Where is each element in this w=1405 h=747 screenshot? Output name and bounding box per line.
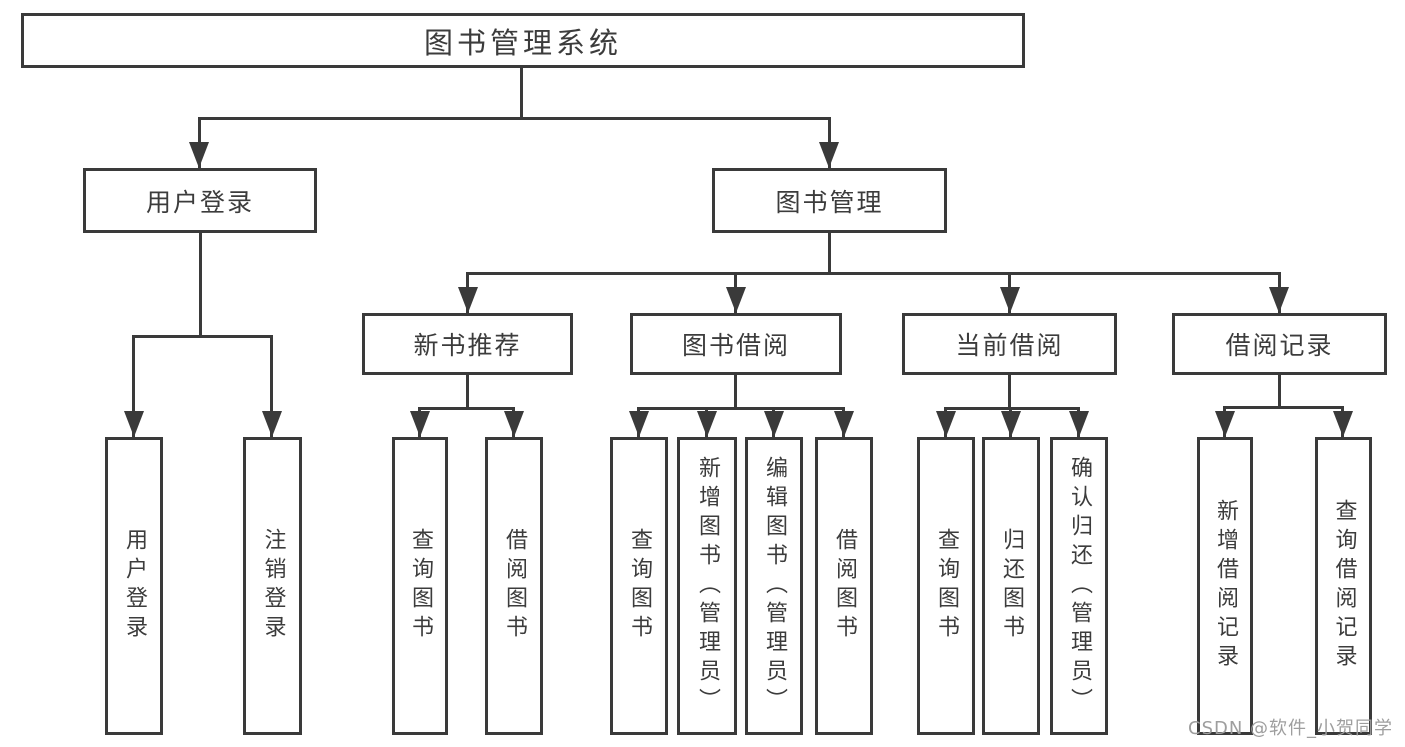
- arrowhead: [629, 411, 649, 437]
- connector-line: [1278, 375, 1281, 406]
- connector-line: [198, 117, 831, 120]
- arrowhead: [1333, 411, 1353, 437]
- connector-line: [418, 407, 514, 410]
- arrowhead: [1000, 287, 1020, 313]
- node-current-borrowing: 当前借阅: [902, 313, 1117, 375]
- leaf-current-search-books: 查询图书: [917, 437, 975, 735]
- arrowhead: [1269, 287, 1289, 313]
- node-book-management: 图书管理: [712, 168, 947, 233]
- arrowhead: [819, 142, 839, 168]
- connector-line: [1008, 375, 1011, 407]
- leaf-newbooks-search-books: 查询图书: [392, 437, 448, 735]
- arrowhead: [726, 287, 746, 313]
- arrowhead: [189, 142, 209, 168]
- leaf-records-add-record: 新增借阅记录: [1197, 437, 1253, 735]
- arrowhead: [936, 411, 956, 437]
- arrowhead: [410, 411, 430, 437]
- node-book-borrowing: 图书借阅: [630, 313, 842, 375]
- node-new-book-recommendation: 新书推荐: [362, 313, 573, 375]
- leaf-borrow-add-books-admin: 新增图书（管理员）: [677, 437, 737, 735]
- root-node: 图书管理系统: [21, 13, 1025, 68]
- leaf-borrow-borrow-books: 借阅图书: [815, 437, 873, 735]
- connector-line: [944, 407, 1080, 410]
- arrowhead: [458, 287, 478, 313]
- connector-line: [828, 233, 831, 272]
- arrowhead: [1001, 411, 1021, 437]
- arrowhead: [1215, 411, 1235, 437]
- node-user-login: 用户登录: [83, 168, 317, 233]
- leaf-records-search-record: 查询借阅记录: [1315, 437, 1372, 735]
- connector-line: [520, 68, 523, 117]
- leaf-current-confirm-return-admin: 确认归还（管理员）: [1050, 437, 1108, 735]
- leaf-newbooks-borrow-books: 借阅图书: [485, 437, 543, 735]
- connector-line: [1223, 406, 1344, 409]
- arrowhead: [697, 411, 717, 437]
- arrowhead: [764, 411, 784, 437]
- leaf-borrow-search-books: 查询图书: [610, 437, 668, 735]
- arrowhead: [124, 411, 144, 437]
- connector-line: [466, 375, 469, 407]
- connector-line: [132, 335, 273, 338]
- csdn-watermark: CSDN @软件_小贺同学: [1188, 718, 1394, 739]
- leaf-current-return-books: 归还图书: [982, 437, 1040, 735]
- connector-line: [132, 335, 135, 437]
- connector-line: [270, 335, 273, 437]
- connector-line: [466, 272, 1280, 275]
- leaf-user-login: 用户登录: [105, 437, 163, 735]
- arrowhead: [262, 411, 282, 437]
- arrowhead: [504, 411, 524, 437]
- node-borrowing-records: 借阅记录: [1172, 313, 1387, 375]
- connector-line: [199, 233, 202, 335]
- connector-line: [637, 407, 845, 410]
- leaf-borrow-edit-books-admin: 编辑图书（管理员）: [745, 437, 803, 735]
- arrowhead: [1069, 411, 1089, 437]
- arrowhead: [834, 411, 854, 437]
- leaf-logout: 注销登录: [243, 437, 302, 735]
- connector-line: [734, 375, 737, 407]
